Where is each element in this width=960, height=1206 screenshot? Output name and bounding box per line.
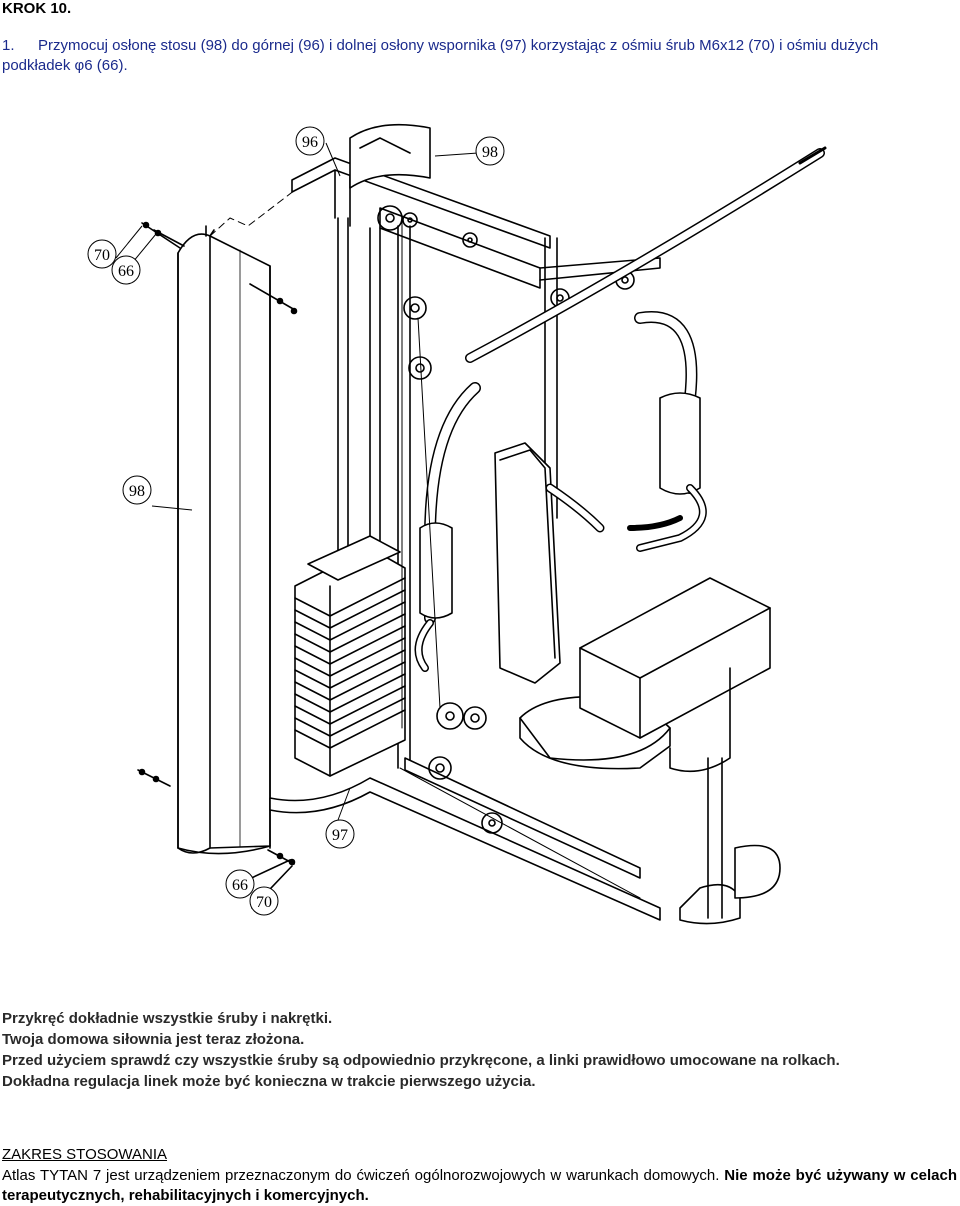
callout-66-top: 66 bbox=[111, 255, 141, 285]
svg-text:97: 97 bbox=[332, 827, 348, 844]
stack-shroud-part bbox=[177, 225, 271, 855]
note-line: Twoja domowa siłownia jest teraz złożona… bbox=[2, 1031, 305, 1048]
assembly-drawing: 96 98 70 66 98 97 66 70 bbox=[87, 123, 827, 925]
base-frame bbox=[269, 757, 781, 925]
callout-96: 96 bbox=[295, 126, 325, 156]
backrest bbox=[494, 442, 561, 684]
left-arm bbox=[414, 382, 481, 672]
svg-text:70: 70 bbox=[94, 247, 110, 264]
note-line: Przykręć dokładnie wszystkie śruby i nak… bbox=[2, 1010, 333, 1027]
cable bbox=[399, 217, 641, 899]
svg-text:96: 96 bbox=[302, 134, 318, 151]
final-notes: Przykręć dokładnie wszystkie śruby i nak… bbox=[2, 1008, 957, 1092]
scope-body: Atlas TYTAN 7 jest urządzeniem przeznacz… bbox=[2, 1167, 725, 1184]
callout-66-bottom: 66 bbox=[225, 869, 255, 899]
press-arm bbox=[465, 146, 827, 552]
callout-70-top: 70 bbox=[87, 239, 117, 269]
callout-98-side: 98 bbox=[122, 475, 152, 505]
scope-title: ZAKRES STOSOWANIA bbox=[2, 1146, 168, 1163]
svg-text:98: 98 bbox=[482, 144, 498, 161]
callout-70-bottom: 70 bbox=[249, 886, 279, 916]
callout-97: 97 bbox=[325, 819, 355, 849]
scope-text: Atlas TYTAN 7 jest urządzeniem przeznacz… bbox=[2, 1166, 957, 1206]
note-line: Dokładna regulacja linek może być koniec… bbox=[2, 1073, 536, 1090]
top-frame-part bbox=[291, 123, 661, 308]
step-number: 1. bbox=[2, 37, 15, 54]
note-line: Przed użyciem sprawdź czy wszystkie śrub… bbox=[2, 1052, 840, 1069]
svg-text:66: 66 bbox=[232, 877, 248, 894]
svg-text:98: 98 bbox=[129, 483, 145, 500]
step-instruction: 1.Przymocuj osłonę stosu (98) do górnej … bbox=[2, 36, 942, 76]
weight-stack bbox=[294, 535, 406, 777]
svg-text:70: 70 bbox=[256, 894, 272, 911]
screws-bottom bbox=[137, 768, 296, 909]
step-heading: KROK 10. bbox=[2, 0, 72, 17]
step-text: Przymocuj osłonę stosu (98) do górnej (9… bbox=[2, 37, 879, 74]
scope-warning: Nie może być używany w celach terapeutyc… bbox=[2, 1167, 957, 1204]
callouts: 96 98 70 66 98 97 66 70 bbox=[87, 126, 505, 916]
arm-pad bbox=[579, 577, 771, 773]
screws-top bbox=[141, 221, 298, 315]
svg-text:66: 66 bbox=[118, 263, 134, 280]
pulleys bbox=[377, 205, 487, 780]
callout-98-top: 98 bbox=[475, 136, 505, 166]
